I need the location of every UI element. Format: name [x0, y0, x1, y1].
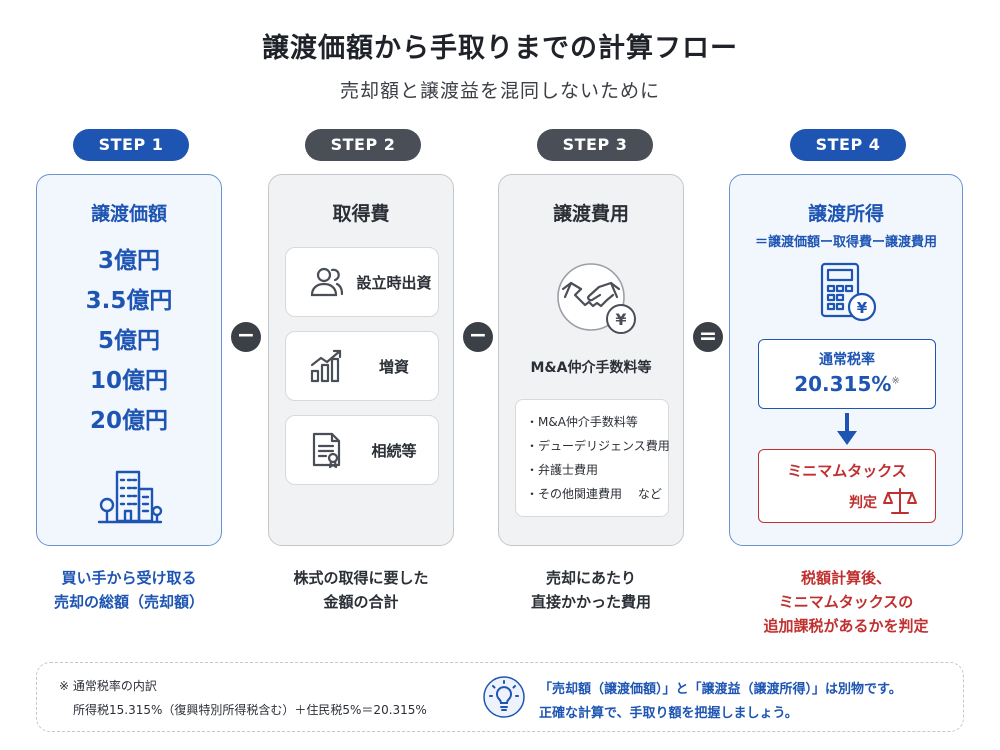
step-1-badge: STEP 1	[73, 129, 189, 161]
page-title: 譲渡価額から手取りまでの計算フロー	[262, 33, 738, 64]
caption-line: ミニマムタックスの	[778, 593, 914, 611]
list-item: ・デューデリジェンス費用	[526, 439, 670, 453]
lightbulb-icon	[483, 676, 525, 718]
tax-rate-note-mark: ※	[891, 375, 900, 387]
footer-note-box: ※ 通常税率の内訳 所得税15.315%（復興特別所得税含む）＋住民税5%＝20…	[36, 662, 964, 732]
caption-line: 直接かかった費用	[530, 593, 651, 611]
equals-operator: =	[693, 322, 723, 352]
step-2-caption: 株式の取得に要した 金額の合計	[268, 566, 454, 614]
step-4-caption: 税額計算後、 ミニマムタックスの 追加課税があるかを判定	[729, 566, 963, 638]
tip-line-1: 「売却額（譲渡価額）」と「譲渡益（譲渡所得）」は別物です。	[539, 682, 902, 697]
acquisition-item-label: 増資	[378, 358, 409, 376]
transfer-amount: 3.5億円	[85, 288, 173, 314]
tip-line-2: 正確な計算で、手取り額を把握しましょう。	[539, 706, 798, 721]
svg-text:¥: ¥	[857, 299, 868, 317]
step-4-card: 譲渡所得 ＝譲渡価額ー取得費ー譲渡費用 ¥ 通常税率 20.315%※ ミニマム…	[729, 174, 963, 546]
fee-caption: M&A仲介手数料等	[530, 360, 652, 376]
transfer-cost-list: ・M&A仲介手数料等 ・デューデリジェンス費用 ・弁護士費用 ・その他関連費用 …	[515, 399, 670, 517]
step-1-caption: 買い手から受け取る 売却の総額（売却額）	[36, 566, 222, 614]
tax-note-title: ※ 通常税率の内訳	[59, 679, 157, 693]
caption-line: 買い手から受け取る	[61, 569, 197, 587]
caption-line: 税額計算後、	[800, 569, 891, 587]
people-icon	[310, 267, 344, 297]
acquisition-item: 増資	[285, 331, 439, 401]
transfer-amount: 3億円	[97, 248, 160, 274]
svg-text:¥: ¥	[615, 310, 626, 329]
acquisition-item: 相続等	[285, 415, 439, 485]
certificate-document-icon	[312, 432, 341, 469]
transfer-amount: 10億円	[89, 368, 168, 394]
tax-rate-label: 通常税率	[819, 352, 875, 368]
transfer-amount: 5億円	[97, 328, 160, 354]
minimum-tax-judgement: 判定	[849, 495, 877, 511]
tax-note-body: 所得税15.315%（復興特別所得税含む）＋住民税5%＝20.315%	[73, 703, 427, 717]
scale-icon	[883, 488, 917, 514]
minimum-tax-title: ミニマムタックス	[787, 462, 907, 480]
down-arrow-icon	[837, 413, 857, 445]
calculator-yen-icon: ¥	[820, 262, 877, 322]
growth-chart-icon	[310, 349, 342, 383]
transfer-amount: 20億円	[89, 408, 168, 434]
caption-line: 売却にあたり	[545, 569, 636, 587]
caption-line: 売却の総額（売却額）	[53, 593, 204, 611]
office-building-icon	[97, 470, 163, 524]
handshake-yen-icon: ¥	[557, 263, 636, 334]
step-2-badge: STEP 2	[305, 129, 421, 161]
minus-operator: −	[231, 322, 261, 352]
step-3-badge: STEP 3	[537, 129, 653, 161]
step-1-card: 譲渡価額 3億円 3.5億円 5億円 10億円 20億円	[36, 174, 222, 546]
step-1-title: 譲渡価額	[90, 203, 167, 225]
caption-line: 株式の取得に要した	[293, 569, 429, 587]
step-3-caption: 売却にあたり 直接かかった費用	[498, 566, 684, 614]
list-item: ・M&A仲介手数料等	[526, 415, 638, 429]
acquisition-item-label: 設立時出資	[356, 274, 432, 292]
page-subtitle: 売却額と譲渡益を混同しないために	[339, 80, 660, 102]
step-2-title: 取得費	[332, 203, 390, 225]
minimum-tax-box: ミニマムタックス 判定	[758, 449, 936, 523]
list-item: ・その他関連費用 など	[526, 487, 662, 501]
minus-operator: −	[463, 322, 493, 352]
normal-tax-rate-box: 通常税率 20.315%※	[758, 339, 936, 409]
formula-text: ＝譲渡価額ー取得費ー譲渡費用	[754, 235, 937, 250]
caption-line: 追加課税があるかを判定	[763, 617, 929, 635]
acquisition-item-label: 相続等	[371, 442, 417, 460]
step-3-card: 譲渡費用 ¥ M&A仲介手数料等 ・M&A仲介手数料等 ・デューデリジェンス費用…	[498, 174, 684, 546]
step-4-title: 譲渡所得	[807, 203, 884, 225]
transfer-amount-list: 3億円 3.5億円 5億円 10億円 20億円	[37, 241, 221, 441]
step-4-badge: STEP 4	[790, 129, 906, 161]
step-2-card: 取得費 設立時出資 増資	[268, 174, 454, 546]
list-item: ・弁護士費用	[526, 463, 599, 477]
acquisition-item: 設立時出資	[285, 247, 439, 317]
step-3-title: 譲渡費用	[552, 203, 629, 225]
caption-line: 金額の合計	[323, 593, 399, 611]
tax-rate-value: 20.315%	[794, 372, 892, 396]
